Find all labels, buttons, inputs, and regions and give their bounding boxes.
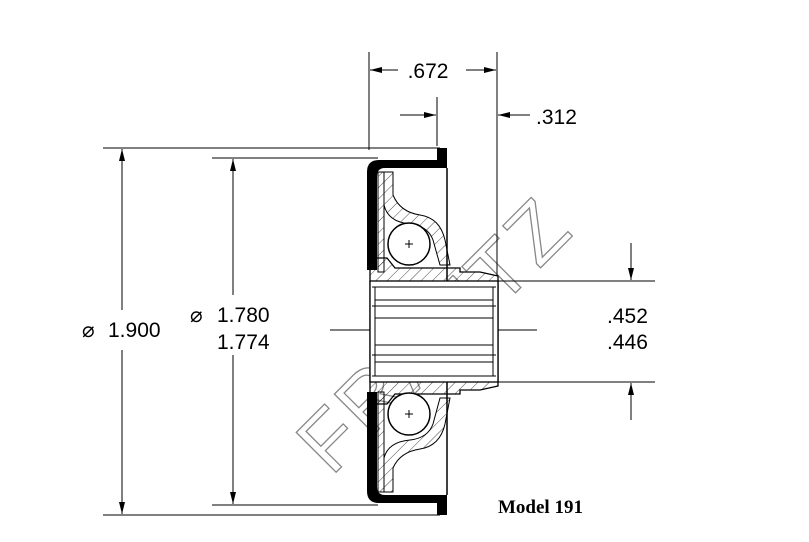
dim-offset: .312 [536, 106, 577, 129]
diameter-symbol-icon: ⌀ [82, 319, 95, 342]
bearing-section [367, 148, 499, 515]
dim-bore-max: .452 [607, 305, 648, 328]
dimension-lines [119, 67, 634, 514]
diameter-symbol-icon: ⌀ [190, 304, 203, 327]
model-label: Model 191 [498, 497, 583, 518]
dim-seat-min: 1.774 [217, 331, 270, 354]
dim-width: .672 [408, 60, 449, 83]
dim-seat-max: 1.780 [217, 304, 270, 327]
dim-outer-diameter: 1.900 [108, 319, 161, 342]
dim-bore-min: .446 [607, 331, 648, 354]
